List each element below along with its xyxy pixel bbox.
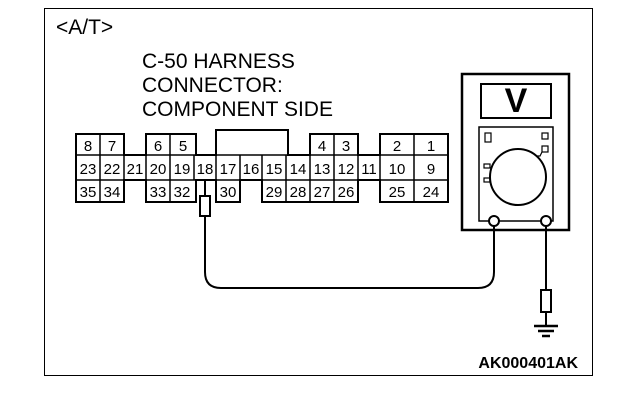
pin-32: 32 bbox=[174, 184, 191, 201]
pin-33: 33 bbox=[150, 184, 167, 201]
pin-12: 12 bbox=[338, 161, 355, 178]
pin-24: 24 bbox=[423, 184, 440, 201]
pin-16: 16 bbox=[243, 161, 260, 178]
pin-28: 28 bbox=[290, 184, 307, 201]
connector-title-line-3: COMPONENT SIDE bbox=[142, 98, 333, 121]
diagram-frame bbox=[44, 8, 593, 376]
pin-23: 23 bbox=[80, 161, 97, 178]
pin-26: 26 bbox=[338, 184, 355, 201]
meter-dial bbox=[489, 148, 547, 206]
pin-29: 29 bbox=[266, 184, 283, 201]
ground-lead bbox=[540, 226, 552, 326]
pin-2: 2 bbox=[393, 138, 401, 155]
pin-8: 8 bbox=[84, 138, 92, 155]
pin-18: 18 bbox=[197, 161, 214, 178]
pin-15: 15 bbox=[266, 161, 283, 178]
pin-5: 5 bbox=[179, 138, 187, 155]
pin-7: 7 bbox=[108, 138, 116, 155]
pin-9: 9 bbox=[427, 161, 435, 178]
header-tag: <A/T> bbox=[56, 16, 113, 39]
meter-panel bbox=[478, 126, 554, 222]
pin-17: 17 bbox=[220, 161, 237, 178]
harness-connector bbox=[75, 129, 449, 203]
pin-14: 14 bbox=[290, 161, 307, 178]
ground-icon bbox=[534, 324, 558, 338]
connector-title-line-2: CONNECTOR: bbox=[142, 74, 283, 97]
pin-19: 19 bbox=[174, 161, 191, 178]
pin-6: 6 bbox=[154, 138, 162, 155]
pin-13: 13 bbox=[314, 161, 331, 178]
pin-22: 22 bbox=[104, 161, 121, 178]
meter-display-symbol: V bbox=[505, 82, 528, 120]
meter-display bbox=[480, 83, 552, 119]
pin-4: 4 bbox=[318, 138, 326, 155]
pin-30: 30 bbox=[220, 184, 237, 201]
pin-27: 27 bbox=[314, 184, 331, 201]
pin-10: 10 bbox=[389, 161, 406, 178]
voltmeter bbox=[460, 72, 571, 232]
pin-20: 20 bbox=[150, 161, 167, 178]
pin-35: 35 bbox=[80, 184, 97, 201]
pin-1: 1 bbox=[427, 138, 435, 155]
pin-25: 25 bbox=[389, 184, 406, 201]
test-probe bbox=[199, 180, 211, 230]
pin-21: 21 bbox=[127, 161, 144, 178]
pin-3: 3 bbox=[342, 138, 350, 155]
pin-11: 11 bbox=[361, 161, 377, 178]
test-lead bbox=[204, 226, 495, 289]
figure-code: AK000401AK bbox=[478, 355, 578, 372]
meter-terminal-negative bbox=[540, 215, 552, 227]
connector-title-line-1: C-50 HARNESS bbox=[142, 50, 295, 73]
pin-34: 34 bbox=[104, 184, 121, 201]
meter-terminal-positive bbox=[488, 215, 500, 227]
